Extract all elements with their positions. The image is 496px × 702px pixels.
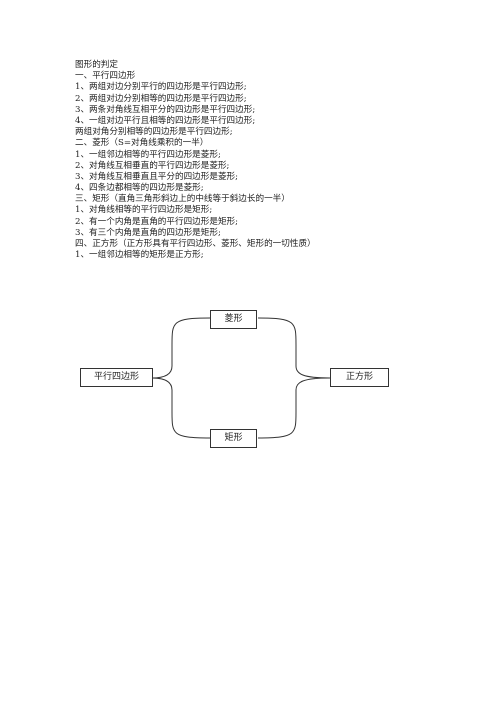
text-line: 三、矩形（直角三角形斜边上的中线等于斜边长的一半） xyxy=(75,194,290,205)
text-line: 1、对角线相等的平行四边形是矩形; xyxy=(75,205,213,216)
text-line: 2、有一个内角是直角的平行四边形是矩形; xyxy=(75,216,239,227)
rectangle-box: 矩形 xyxy=(210,429,257,448)
text-line: 1、一组邻边相等的平行四边形是菱形; xyxy=(75,149,221,160)
left-brace xyxy=(151,317,211,439)
text-line: 3、有三个内角是直角的四边形是矩形; xyxy=(75,227,221,238)
text-line: 2、两组对边分别相等的四边形是平行四边形; xyxy=(75,93,247,104)
text-line: 1、两组对边分别平行的四边形是平行四边形; xyxy=(75,82,247,93)
document-title: 图形的判定 xyxy=(75,60,118,70)
text-line: 一、平行四边形 xyxy=(75,71,136,82)
text-line: 4、一组对边平行且相等的四边形是平行四边形; xyxy=(75,115,256,126)
text-line: 二、菱形（S=对角线乘积的一半） xyxy=(75,138,209,149)
text-line: 4、四条边都相等的四边形是菱形; xyxy=(75,183,204,194)
text-line: 2、对角线互相垂直的平行四边形是菱形; xyxy=(75,160,230,171)
text-line: 3、对角线互相垂直且平分的四边形是菱形; xyxy=(75,171,239,182)
rhombus-box: 菱形 xyxy=(210,310,257,329)
right-brace xyxy=(257,317,331,439)
text-line: 两组对角分别相等的四边形是平行四边形; xyxy=(75,127,233,138)
text-line: 3、两条对角线互相平分的四边形是平行四边形; xyxy=(75,104,256,115)
parallelogram-box: 平行四边形 xyxy=(80,368,153,387)
square-box: 正方形 xyxy=(330,368,389,387)
text-line: 四、正方形（正方形具有平行四边形、菱形、矩形的一切性质） xyxy=(75,239,316,249)
text-line: 1、一组邻边相等的矩形是正方形; xyxy=(75,250,204,261)
document-body: 图形的判定 一、平行四边形 1、两组对边分别平行的四边形是平行四边形; 2、两组… xyxy=(75,60,475,261)
